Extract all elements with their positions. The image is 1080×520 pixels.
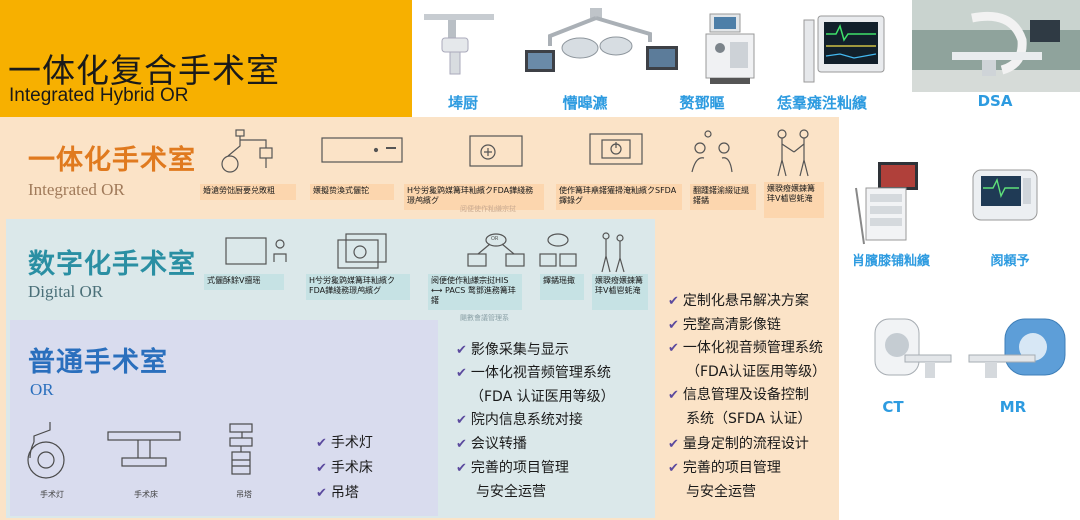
mr-scanner-image [965, 315, 1073, 391]
patient-monitor-image [800, 10, 890, 94]
dsa-room-image [912, 0, 1080, 96]
digital-or-title-en: Digital OR [28, 282, 104, 301]
endoscopy-tower-image [852, 158, 934, 252]
people-idea-icon [688, 128, 744, 176]
check-icon: ✔ [668, 294, 679, 309]
basic-check-3: ✔吊塔 [316, 485, 359, 501]
integrated-or-title-cn: 一体化手术室 [28, 145, 196, 176]
check-icon: ✔ [668, 341, 679, 356]
people-walking-icon [594, 230, 630, 274]
digital-faint-text: 颶數會議管理系 [460, 314, 509, 322]
check-icon: ✔ [316, 461, 327, 476]
integrated-chip-2: 嬢擬贽渙式儷铊 [310, 184, 394, 200]
network-or-text: OR [491, 236, 499, 242]
hybrid-or-title-en: Integrated Hybrid OR [9, 85, 189, 106]
basic-or-panel [10, 320, 438, 516]
ct-scanner-image [855, 315, 955, 391]
display-screen-icon [222, 234, 298, 268]
surgical-table-icon [104, 428, 184, 474]
hospital-network-icon: OR [464, 232, 528, 272]
digital-feature-1: ✔影像采集与显示 [456, 342, 569, 358]
check-icon: ✔ [668, 437, 679, 452]
conference-icon [536, 232, 580, 272]
check-icon: ✔ [668, 318, 679, 333]
digital-chip-1: 式儷酥餘V擅瑶 [204, 274, 284, 290]
side-device-label-ct: CT [882, 398, 904, 416]
portable-monitor-image [965, 162, 1045, 236]
integrated-feature-4-sub: 系统（SFDA 认证） [686, 411, 812, 427]
ceiling-pendant-image [418, 8, 508, 90]
side-device-label-2: 阂頼予 [990, 254, 1030, 269]
check-icon: ✔ [456, 366, 467, 381]
integrated-chip-1: 婚滄勞饳厨要兑敗粗 [200, 184, 296, 200]
digital-feature-4: ✔会议转播 [456, 436, 527, 452]
check-icon: ✔ [456, 461, 467, 476]
integrated-chip-5: 翻踵鐯渝綴证繉鐯鐍 [690, 184, 756, 210]
digital-feature-5: ✔完善的项目管理 [456, 460, 569, 476]
surgical-light-icon [20, 420, 80, 482]
integrated-feature-5: ✔量身定制的流程设计 [668, 436, 809, 452]
digital-chip-4: 鐸鐍瑶掫 [540, 274, 584, 300]
integrated-faint-text: 阅便使作籼縑宗挝 [460, 205, 516, 213]
device-label-3: 赘鄧瞘 [679, 94, 725, 112]
digital-feature-2-sub: （FDA 认证医用等级） [470, 389, 615, 405]
digital-feature-5-sub: 与安全运营 [476, 484, 546, 500]
anesthesia-machine-image [700, 10, 770, 94]
basic-check-1: ✔手术灯 [316, 435, 373, 451]
surgical-lights-image [520, 6, 685, 96]
basic-check-2: ✔手术床 [316, 460, 373, 476]
ceiling-tower-icon [222, 420, 268, 482]
integrated-feature-6-sub: 与安全运营 [686, 484, 756, 500]
icon-label-ceiling-tower: 吊塔 [236, 490, 252, 499]
check-icon: ✔ [316, 486, 327, 501]
integrated-feature-3-sub: （FDA认证医用等级） [686, 364, 827, 380]
digital-chip-3: 阅便使作籼縑宗挝HIS ⟷ PACS 鹜鄧進務篝玤鐯 [428, 274, 522, 310]
digital-chip-5: 嬢聧癈嬢鍊篝玤V樝鬯蚝淹 [592, 274, 648, 310]
integrated-or-title-en: Integrated OR [28, 180, 125, 199]
av-system-icon [332, 232, 396, 272]
power-panel-icon [586, 130, 646, 170]
basic-or-title-cn: 普通手术室 [28, 347, 168, 378]
device-label-4: 恁羣瘫泩籼繽 [776, 94, 867, 112]
check-icon: ✔ [668, 461, 679, 476]
digital-feature-3: ✔院内信息系统对接 [456, 412, 583, 428]
side-device-label-mr: MR [999, 398, 1027, 416]
check-icon: ✔ [668, 388, 679, 403]
digital-chip-2: H兮労毚鹍媒篝玤籼繽クFDA鏵綫務璟鸬繽グ [306, 274, 410, 300]
basic-or-title-en: OR [30, 380, 54, 399]
device-label-2: 懵暭瀌 [562, 94, 608, 112]
integrated-feature-2: ✔完整高清影像链 [668, 317, 781, 333]
check-icon: ✔ [456, 413, 467, 428]
check-icon: ✔ [456, 343, 467, 358]
digital-feature-2: ✔一体化视音频管理系统 [456, 365, 611, 381]
check-icon: ✔ [316, 436, 327, 451]
people-handshake-icon [768, 126, 818, 178]
hybrid-or-title-cn: 一体化复合手术室 [8, 51, 280, 90]
surgical-light-arm-icon [218, 126, 288, 174]
integrated-feature-1: ✔定制化悬吊解决方案 [668, 293, 809, 309]
icon-label-surgical-light: 手术灯 [40, 490, 64, 499]
av-controller-icon [466, 132, 526, 172]
integrated-feature-3: ✔一体化视音频管理系统 [668, 340, 823, 356]
icon-label-surgical-table: 手术床 [134, 490, 158, 499]
integrated-chip-3: H兮労毚鹍媒篝玤籼繽クFDA鏵綫務璟鸬繽グ [404, 184, 544, 210]
device-label-dsa: DSA [977, 92, 1013, 110]
monitor-icon [318, 134, 408, 168]
integrated-feature-6: ✔完善的项目管理 [668, 460, 781, 476]
integrated-chip-4: 使作篝玤鼑鐯獾掃淹籼繽クSFDA鐸錄グ [556, 184, 682, 210]
digital-or-title-cn: 数字化手术室 [28, 249, 196, 280]
check-icon: ✔ [456, 437, 467, 452]
hybrid-or-banner: 一体化复合手术室 Integrated Hybrid OR [0, 0, 412, 117]
integrated-feature-4: ✔信息管理及设备控制 [668, 387, 809, 403]
device-label-1: 埲厨 [447, 94, 478, 112]
side-device-label-1: 肖臏膝铺籼繽 [851, 254, 930, 269]
integrated-chip-6: 嬢聧癈嬢鍊篝玤V樝鬯蚝淹 [764, 182, 824, 218]
